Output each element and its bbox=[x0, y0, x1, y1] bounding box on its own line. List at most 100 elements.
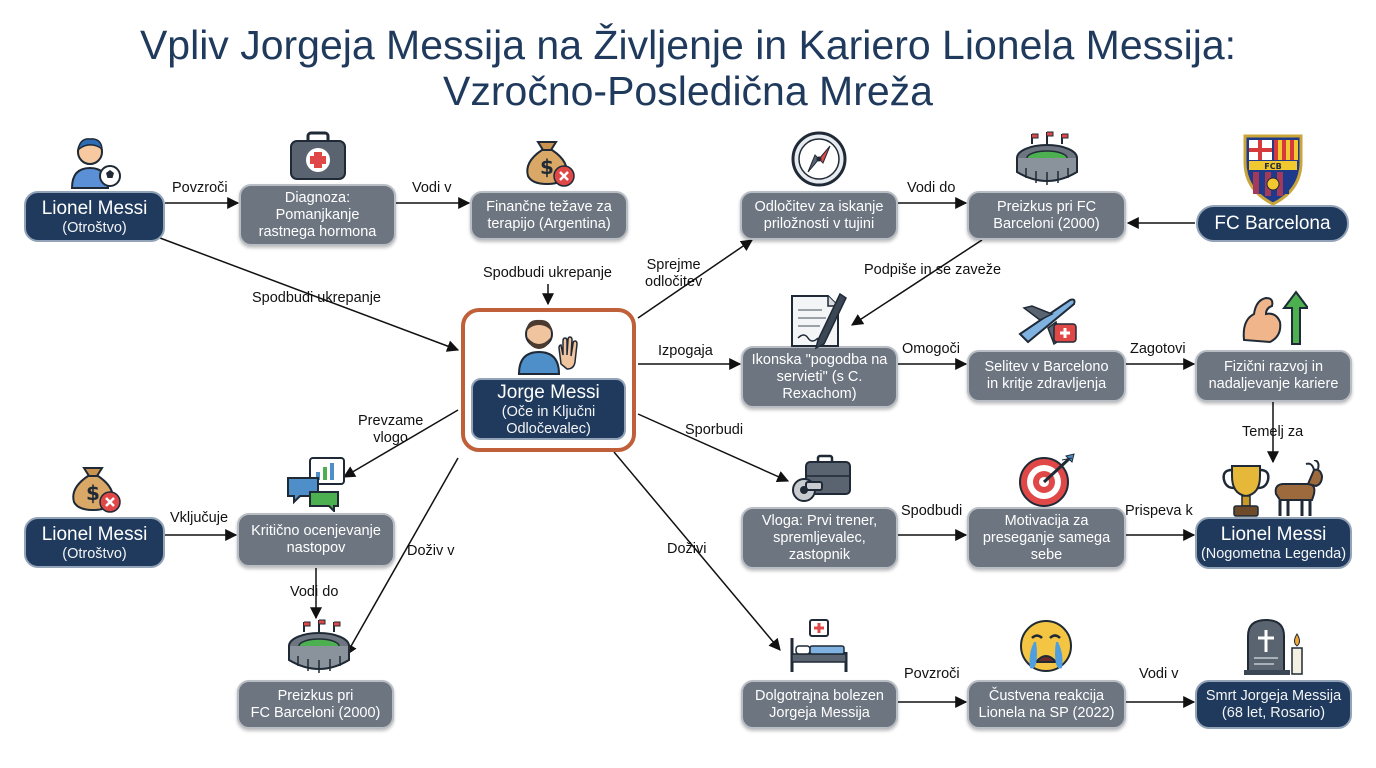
edge-label-spodbudi-ukrepanje-1: Spodbudi ukrepanje bbox=[483, 265, 612, 281]
node-title: Lionel Messi bbox=[1220, 524, 1327, 545]
node-messi-childhood-bottom[interactable]: Lionel Messi (Otroštvo) bbox=[24, 517, 165, 568]
node-line: Barceloni (2000) bbox=[993, 215, 1100, 232]
node-line: servieti" (s C. bbox=[776, 368, 863, 385]
node-financial-trouble[interactable]: Finančne težave za terapijo (Argentina) bbox=[470, 191, 628, 240]
node-line: Rexachom) bbox=[782, 385, 857, 402]
edge-label-dozivi: Doživi bbox=[667, 541, 707, 557]
node-death[interactable]: Smrt Jorgeja Messija (68 let, Rosario) bbox=[1195, 680, 1352, 729]
target-icon bbox=[1019, 453, 1075, 507]
medical-kit-icon bbox=[290, 131, 346, 180]
node-jorge-messi[interactable]: Jorge Messi (Oče in Ključni Odločevalec) bbox=[471, 378, 626, 440]
node-line: spremljevalec, bbox=[773, 529, 866, 546]
node-line: Preizkus pri bbox=[277, 687, 354, 704]
node-line: terapijo (Argentina) bbox=[487, 215, 611, 232]
fc-barcelona-crest-icon: FCB bbox=[1243, 134, 1303, 206]
edge-label-prispeva-k: Prispeva k bbox=[1125, 503, 1193, 519]
node-physical-development[interactable]: Fizični razvoj in nadaljevanje kariere bbox=[1195, 350, 1352, 402]
edge-label-vodi-do-2: Vodi do bbox=[290, 584, 339, 600]
node-messi-legend[interactable]: Lionel Messi (Nogometna Legenda) bbox=[1195, 517, 1352, 569]
node-decision-abroad[interactable]: Odločitev za iskanje priložnosti v tujin… bbox=[740, 191, 898, 240]
node-line: (68 let, Rosario) bbox=[1221, 704, 1326, 721]
node-move-barcelona[interactable]: Selitev v Barcelono in kritje zdravljenj… bbox=[967, 350, 1126, 402]
money-bag-icon: $ bbox=[526, 141, 575, 187]
node-line: Jorgeja Messija bbox=[769, 704, 870, 721]
node-line: Lionela na SP (2022) bbox=[978, 704, 1115, 721]
edge-dozivi bbox=[613, 451, 781, 651]
node-title: Lionel Messi bbox=[41, 197, 148, 219]
node-line: Kritično ocenjevanje bbox=[251, 523, 381, 539]
node-title: FC Barcelona bbox=[1214, 213, 1331, 234]
man-waving-icon bbox=[517, 319, 578, 375]
boy-soccer-icon bbox=[70, 138, 121, 189]
edge-label-podpise: Podpiše in se zaveže bbox=[864, 262, 1002, 278]
compass-icon bbox=[791, 131, 847, 187]
edge-prevzame bbox=[342, 409, 459, 478]
edge-label-sprejme-line1: Sprejme bbox=[646, 257, 701, 273]
edge-sprejme bbox=[637, 239, 753, 319]
node-napkin-contract[interactable]: Ikonska "pogodba na servieti" (s C. Rexa… bbox=[741, 346, 898, 408]
node-line: Čustvena reakcija bbox=[988, 687, 1105, 704]
node-line: sebe bbox=[1030, 546, 1063, 563]
crying-face-icon bbox=[1020, 620, 1072, 672]
edge-label-spodbudi: Spodbudi bbox=[901, 503, 963, 519]
hospital-bed-icon bbox=[790, 619, 848, 672]
edge-doziv-v bbox=[345, 457, 459, 657]
edge-label-prevzame-line2: vlogo bbox=[373, 430, 408, 446]
edge-label-prevzame: Prevzame vlogo bbox=[358, 413, 423, 447]
node-line: Selitev v Barcelono bbox=[984, 359, 1109, 375]
node-line: nadaljevanje kariere bbox=[1208, 376, 1339, 392]
edge-label-izpogaja: Izpogaja bbox=[658, 343, 713, 359]
stadium-icon bbox=[1016, 131, 1078, 185]
edge-label-zagotovi: Zagotovi bbox=[1130, 341, 1186, 357]
node-line: Fizični razvoj in bbox=[1223, 359, 1324, 375]
edge-label-vodi-do-1: Vodi do bbox=[907, 180, 956, 196]
edge-spodbudi-diag bbox=[159, 237, 460, 352]
node-line: Vloga: Prvi trener, bbox=[761, 512, 878, 529]
node-line: FC Barceloni (2000) bbox=[250, 704, 381, 721]
contract-pen-icon bbox=[791, 292, 847, 350]
central-node-frame bbox=[461, 308, 636, 452]
svg-text:$: $ bbox=[540, 155, 554, 179]
node-emotional-reaction[interactable]: Čustvena reakcija Lionela na SP (2022) bbox=[967, 680, 1126, 729]
node-trial-top[interactable]: Preizkus pri FC Barceloni (2000) bbox=[967, 191, 1126, 240]
node-fc-barcelona[interactable]: FC Barcelona bbox=[1196, 205, 1349, 242]
node-diagnosis[interactable]: Diagnoza: Pomanjkanje rastnega hormona bbox=[239, 184, 396, 246]
edge-label-sprejme-line2: odločitev bbox=[645, 274, 703, 290]
edge-label-prevzame-line1: Prevzame bbox=[358, 413, 424, 429]
edge-label-omogoci: Omogoči bbox=[902, 341, 961, 357]
node-motivation[interactable]: Motivacija za preseganje samega sebe bbox=[967, 507, 1126, 569]
edge-label-doziv-v: Doživ v bbox=[407, 543, 455, 559]
edge-label-vkljucuje: Vključuje bbox=[170, 510, 229, 526]
node-line: Dolgotrajna bolezen bbox=[755, 687, 884, 704]
node-line: Finančne težave za bbox=[486, 198, 612, 215]
node-subtitle: (Otroštvo) bbox=[62, 219, 127, 236]
edge-label-sprejme: Sprejme odločitev bbox=[645, 257, 702, 291]
node-line: Odločitev za iskanje bbox=[754, 198, 884, 215]
node-role[interactable]: Vloga: Prvi trener, spremljevalec, zasto… bbox=[741, 507, 898, 569]
edge-label-povzroci-1: Povzroči bbox=[172, 180, 228, 196]
node-messi-childhood-top[interactable]: Lionel Messi (Otroštvo) bbox=[24, 191, 165, 242]
node-subtitle: (Oče in Ključni bbox=[501, 403, 596, 420]
edge-podpise bbox=[850, 239, 983, 326]
node-line: Ikonska "pogodba na bbox=[751, 351, 888, 368]
node-line: rastnega hormona bbox=[258, 223, 377, 240]
node-line: Pomanjkanje bbox=[275, 206, 360, 223]
page-subtitle: Vzročno-Posledična Mreža bbox=[443, 68, 933, 114]
edge-label-temelj-za: Temelj za bbox=[1242, 424, 1304, 440]
gravestone-candle-icon bbox=[1244, 618, 1303, 675]
edge-label-spodbudi-ukrepanje-2: Spodbudi ukrepanje bbox=[252, 290, 381, 306]
node-line: priložnosti v tujini bbox=[763, 215, 875, 232]
node-line: Diagnoza: bbox=[284, 189, 351, 206]
stadium-icon bbox=[288, 619, 350, 673]
node-line: zastopnik bbox=[788, 546, 851, 563]
node-subtitle: (Otroštvo) bbox=[62, 545, 127, 562]
node-title: Jorge Messi bbox=[497, 381, 600, 403]
node-line: nastopov bbox=[286, 540, 346, 556]
node-trial-bottom[interactable]: Preizkus pri FC Barceloni (2000) bbox=[237, 680, 394, 729]
whistle-briefcase-icon bbox=[792, 454, 851, 502]
node-line: preseganje samega bbox=[982, 529, 1111, 546]
node-critique[interactable]: Kritično ocenjevanje nastopov bbox=[237, 513, 395, 567]
trophy-goat-icon bbox=[1222, 460, 1324, 517]
node-illness[interactable]: Dolgotrajna bolezen Jorgeja Messija bbox=[741, 680, 898, 729]
